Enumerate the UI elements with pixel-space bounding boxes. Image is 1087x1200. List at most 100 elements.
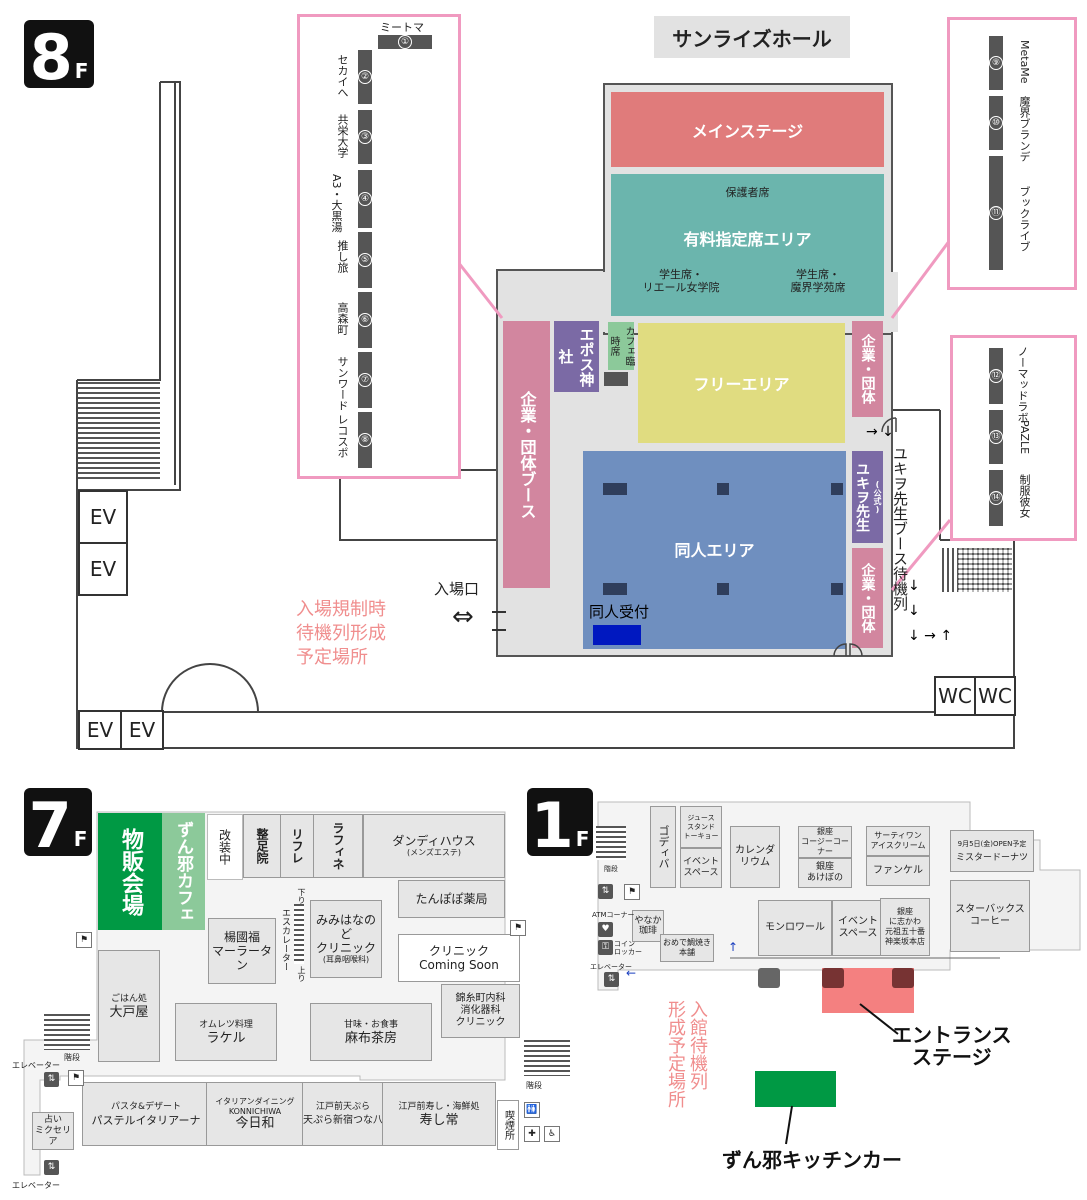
booth-block: ⑦ — [358, 352, 372, 408]
booth-block: ⑬ — [989, 410, 1003, 464]
hall-title: サンライズホール — [654, 16, 850, 58]
shop-monoiwarl: モンロワール — [758, 900, 832, 956]
wc-8f-2: WC — [974, 676, 1016, 716]
yukiwo-queue-label: ユキヲ先生ブース待機列 — [891, 446, 909, 611]
booth-name: ノーマッドラボ — [1016, 346, 1029, 423]
booth-number: ⑨ — [989, 56, 1003, 70]
booth-name: 高森町 — [336, 302, 349, 335]
kitchen-car-label: ずん邪キッチンカー — [722, 1148, 902, 1172]
booth-block: ④ — [358, 170, 372, 228]
epos-shrine: エポス神社 — [554, 321, 599, 392]
shop-juice: ジュース スタンド トーキョー — [680, 806, 722, 848]
shop-fancl: ファンケル — [866, 856, 930, 886]
stairs-icon: ⚑ — [68, 1070, 84, 1086]
queue-arrows: → ↓ — [866, 424, 894, 440]
shop-yanaka: やなか 珈琲 — [632, 910, 664, 942]
entry-queue-label: 入館待機列 形成予定場所 — [665, 1000, 708, 1108]
door-icon — [881, 417, 897, 433]
shop-seitai: 整足院 — [243, 814, 281, 878]
shop-mister-donut: 9月5日(金)OPEN予定 ミスタードーナツ — [950, 830, 1034, 872]
pillar — [603, 583, 627, 595]
elevator-icon: ⇅ — [598, 884, 613, 899]
booth-number: ② — [358, 70, 372, 84]
shop-kinshicho-clinic: 錦糸町内科 消化器科 クリニック — [441, 984, 520, 1038]
shop-akebono: 銀座 あけぼの — [798, 858, 852, 888]
booth-number: ⑥ — [358, 313, 372, 327]
shop-ootoya: ごはん処 大戸屋 — [98, 950, 160, 1062]
booth-name: 共栄大学 — [336, 114, 349, 158]
student-seats-a: 学生席・ リエール女学院 — [642, 268, 720, 294]
booth-block: ⑨ — [989, 36, 1003, 90]
shop-rafine: ラフィネ — [313, 814, 363, 878]
booth-number: ⑫ — [989, 369, 1003, 383]
accessible-icon: ♿ — [544, 1126, 560, 1142]
booth-block: ⑩ — [989, 96, 1003, 150]
zunda-cafe: ずん邪カフェ — [162, 813, 205, 930]
wc-8f-1: WC — [934, 676, 976, 716]
door-icon — [833, 643, 863, 657]
booth-block: ③ — [358, 110, 372, 164]
elevator-1f-label: エレベーター — [590, 963, 632, 971]
stairs-icon: ⚑ — [510, 920, 526, 936]
pillar — [758, 968, 780, 988]
stage-pointer-line — [859, 1003, 899, 1035]
pillar — [717, 583, 729, 595]
stairs-1f-label: 階段 — [604, 865, 618, 873]
booth-block: ⑪ — [989, 156, 1003, 270]
kitchen-car — [755, 1071, 836, 1107]
smoking-area: 喫煙所 — [497, 1100, 519, 1150]
pillar — [831, 583, 843, 595]
booth-name: レコスポ — [336, 414, 349, 458]
stairs-icon: ⚑ — [76, 932, 92, 948]
corp-booth-short-1: 企業・団体 — [852, 321, 883, 417]
paid-area-label: 有料指定席エリア — [683, 230, 812, 249]
shop-yokoku: 楊國福 マーラータン — [208, 918, 276, 984]
booth-1-number: ① — [398, 35, 412, 49]
stairs-7f-left-label: 階段 — [64, 1053, 80, 1062]
atm-icon: ♥ — [598, 922, 613, 937]
booth-name: A3・大黒湯 — [330, 174, 343, 233]
elevator-7f-label: エレベーター — [12, 1061, 60, 1070]
booth-name: 魔界ブランデ — [1018, 96, 1031, 162]
ev-8f-3: EV — [78, 710, 122, 750]
ev-8f-1: EV — [78, 490, 128, 544]
pillar — [717, 483, 729, 495]
booth-1-label: ミートマ — [380, 21, 424, 34]
entrance-arrow-icon: ⇔ — [452, 602, 474, 632]
corp-booth-long: 企業・団体ブース — [503, 321, 550, 588]
merch-area: 物販会場 — [98, 813, 162, 930]
student-seats-b: 学生席・ 魔界学苑席 — [790, 268, 846, 294]
arrow-up-icon: ↑ — [728, 940, 739, 954]
booth-number: ⑪ — [989, 206, 1003, 220]
stairs-7f-left — [44, 1014, 90, 1050]
booth-name: 制服彼女 — [1018, 474, 1031, 518]
escalator-steps — [294, 904, 304, 964]
ostomate-icon: ✚ — [524, 1126, 540, 1142]
shop-mimiha: みみはなのど クリニック (耳鼻咽喉科) — [310, 900, 382, 978]
elevator-7f-label-2: エレベーター — [12, 1181, 60, 1190]
stairs-8f-left — [78, 382, 160, 480]
booth-list-left: ミートマ ① — [297, 14, 461, 479]
stairs-8f-right-b — [958, 548, 1012, 592]
booth-block: ⑭ — [989, 470, 1003, 526]
kitchen-pointer-line — [785, 1105, 793, 1145]
coin-locker-label: コイン ロッカー — [614, 940, 642, 956]
pillar — [822, 968, 844, 988]
doujin-reception-label: 同人受付 — [589, 603, 650, 621]
shop-pastel: パスタ&デザート パステルイタリアーナ — [82, 1082, 210, 1146]
shop-calendarium: カレンダ リウム — [730, 826, 780, 888]
booth-number: ③ — [358, 130, 372, 144]
booth-number: ⑬ — [989, 430, 1003, 444]
elevator-icon: ⇅ — [44, 1072, 59, 1087]
guardian-seats-label: 保護者席 — [725, 186, 770, 199]
atm-label: ATMコーナー — [592, 911, 635, 919]
shop-godiva: ゴディバ — [650, 806, 676, 888]
shop-thirty-one: サーティワン アイスクリーム — [866, 826, 930, 856]
paid-seating-area: 保護者席 有料指定席エリア 学生席・ リエール女学院 学生席・ 魔界学苑席 — [611, 174, 884, 316]
entrance-stage-label: エントランス ステージ — [892, 1023, 1012, 1069]
stairs-icon: ⚑ — [624, 884, 640, 900]
booth-number: ⑭ — [989, 491, 1003, 505]
shop-starbucks: スターバックス コーヒー — [950, 880, 1030, 952]
